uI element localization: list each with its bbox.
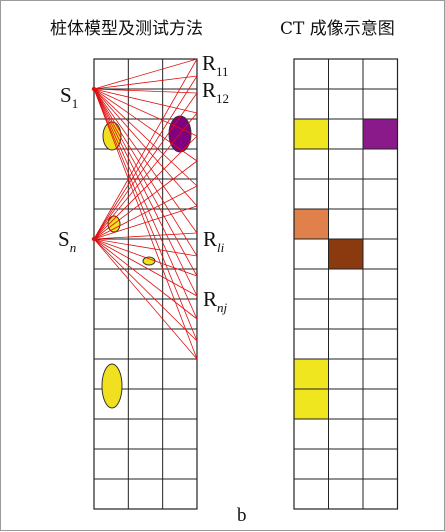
left-panel-title: 桩体模型及测试方法 [50, 19, 203, 39]
ct-cell-filled [294, 389, 329, 419]
ray-paths [91, 58, 198, 360]
yellow-tiny-ellipse [142, 256, 156, 266]
figure-caption: b [237, 505, 247, 526]
ct-image-grid [293, 58, 399, 510]
ray-path [93, 238, 198, 277]
ray-path [93, 92, 198, 240]
receiver-label-r11: R11 [202, 51, 229, 79]
right-panel-title: CT 成像示意图 [280, 19, 395, 39]
ray-path [93, 88, 198, 114]
source-label-s1: S1 [60, 83, 78, 111]
ray-path [93, 88, 198, 207]
ray-path [93, 238, 198, 360]
ray-path [93, 185, 198, 240]
ct-cell-filled [363, 119, 398, 149]
ray-path [93, 88, 198, 94]
ray-path [93, 75, 198, 240]
receiver-label-r12: R12 [202, 78, 229, 106]
ray-path [93, 88, 198, 320]
source-point [91, 86, 97, 92]
ray-path [93, 232, 198, 240]
ray-path [93, 238, 198, 297]
ray-path [93, 238, 198, 257]
yellow-ellipse-lower [101, 363, 123, 409]
receiver-label-rli: Rli [203, 227, 225, 255]
ray-path [93, 238, 198, 320]
receiver-label-rnj: Rnj [203, 287, 228, 315]
ray-path [93, 58, 198, 240]
ray-path [93, 88, 198, 342]
ray-path [93, 88, 198, 257]
ray-path [93, 135, 198, 240]
ct-cell-filled [294, 359, 329, 389]
ray-path [93, 160, 198, 240]
ray-path [93, 88, 198, 277]
ray-path [93, 88, 198, 234]
ray-path [93, 238, 198, 342]
ct-cell-filled [294, 119, 329, 149]
ct-cell-filled [294, 209, 329, 239]
source-point [91, 236, 97, 242]
ray-path [93, 75, 198, 90]
ct-cell-filled [328, 239, 363, 269]
ray-path [93, 88, 198, 187]
ray-path [93, 112, 198, 240]
ct-grid-frame [293, 58, 399, 510]
ray-path [93, 205, 198, 240]
ray-path [93, 88, 198, 297]
ray-path [93, 88, 198, 360]
ray-path [93, 58, 198, 90]
ray-path [93, 88, 198, 162]
ray-path [93, 88, 198, 137]
transducer-labels: S1 Sn R11 R12 Rli Rnj [58, 51, 229, 315]
source-label-sn: Sn [58, 227, 76, 255]
